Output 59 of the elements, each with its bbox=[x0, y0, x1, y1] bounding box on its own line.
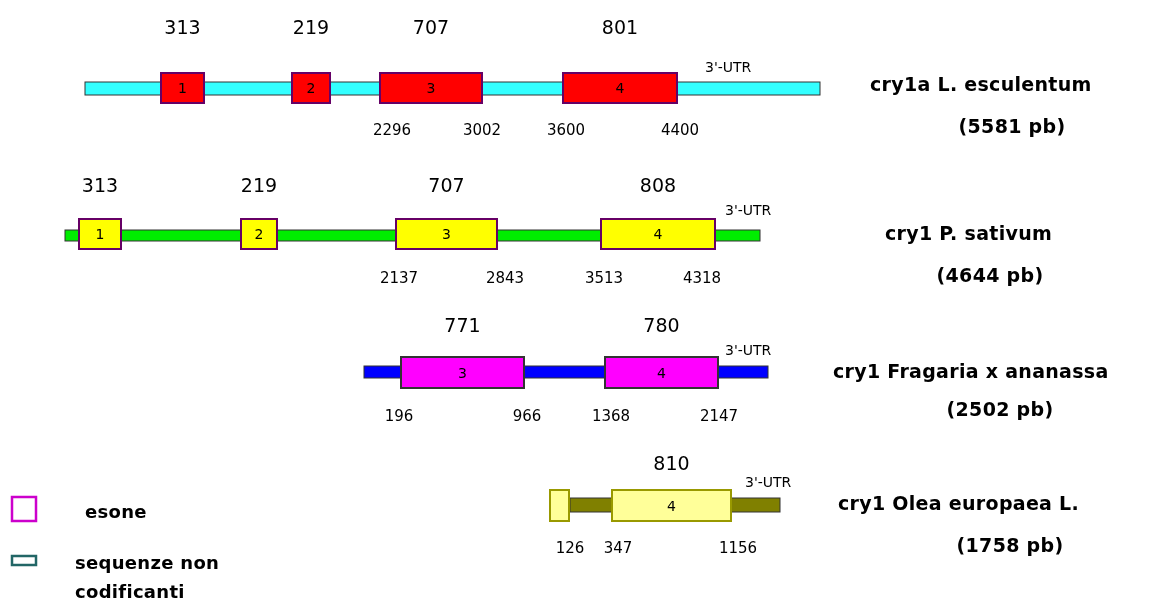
position-number: 966 bbox=[512, 409, 542, 424]
exon-box bbox=[379, 72, 483, 104]
position-number: 347 bbox=[603, 541, 633, 556]
exon-box bbox=[604, 356, 719, 389]
exon-length: 313 bbox=[81, 176, 119, 195]
gene-name: cry1a L. esculentum bbox=[870, 75, 1092, 94]
exon-length: 219 bbox=[292, 18, 330, 37]
exon-length: 707 bbox=[428, 176, 465, 195]
position-number: 4318 bbox=[682, 271, 722, 286]
exon-box bbox=[240, 218, 278, 250]
exon-box bbox=[600, 218, 716, 250]
exon-box bbox=[160, 72, 205, 104]
exon-box bbox=[611, 489, 732, 522]
position-number: 3600 bbox=[546, 123, 586, 138]
exon-length: 219 bbox=[240, 176, 278, 195]
exon-number: 3 bbox=[458, 364, 467, 381]
exon-box bbox=[400, 356, 525, 389]
exon-number: 4 bbox=[667, 497, 676, 514]
gene-name: cry1 Olea europaea L. bbox=[838, 494, 1080, 513]
position-number: 126 bbox=[555, 541, 585, 556]
position-number: 196 bbox=[384, 409, 414, 424]
gene-name: cry1 P. sativum bbox=[885, 224, 1053, 243]
position-number: 2147 bbox=[699, 409, 739, 424]
position-number: 1368 bbox=[591, 409, 631, 424]
gene-length: (2502 pb) bbox=[946, 400, 1054, 419]
exon-box bbox=[291, 72, 331, 104]
exon-number: 1 bbox=[178, 80, 187, 96]
position-number: 4400 bbox=[660, 123, 700, 138]
position-number: 1156 bbox=[718, 541, 758, 556]
exon-length: 810 bbox=[653, 454, 690, 473]
exon-number: 4 bbox=[615, 80, 625, 96]
gene-name: cry1 Fragaria x ananassa bbox=[833, 362, 1109, 381]
position-number: 2843 bbox=[485, 271, 525, 286]
exon-box bbox=[78, 218, 122, 250]
gene-length: (5581 pb) bbox=[958, 117, 1066, 136]
exon-number: 2 bbox=[254, 226, 264, 242]
exon-length: 780 bbox=[643, 316, 680, 335]
exon-number: 1 bbox=[95, 226, 105, 242]
exon-length: 707 bbox=[412, 18, 450, 37]
exon-length: 801 bbox=[601, 18, 639, 37]
exon-number: 2 bbox=[306, 80, 316, 96]
partial-exon-box bbox=[549, 489, 570, 522]
exon-box bbox=[562, 72, 678, 104]
gene-length: (4644 pb) bbox=[936, 266, 1044, 285]
position-number: 3002 bbox=[462, 123, 502, 138]
exon-number: 3 bbox=[442, 226, 451, 242]
legend-label: sequenze non codificanti bbox=[75, 551, 221, 604]
position-number: 3513 bbox=[584, 271, 624, 286]
position-number: 2137 bbox=[379, 271, 419, 286]
exon-length: 771 bbox=[444, 316, 481, 335]
exon-number: 3 bbox=[426, 80, 436, 96]
exon-box bbox=[395, 218, 498, 250]
position-number: 2296 bbox=[372, 123, 412, 138]
exon-number: 4 bbox=[653, 226, 663, 242]
legend-label: esone bbox=[85, 500, 148, 524]
exon-number: 4 bbox=[657, 364, 666, 381]
gene-length: (1758 pb) bbox=[956, 536, 1064, 555]
exon-length: 808 bbox=[639, 176, 677, 195]
exon-length: 313 bbox=[164, 18, 201, 37]
